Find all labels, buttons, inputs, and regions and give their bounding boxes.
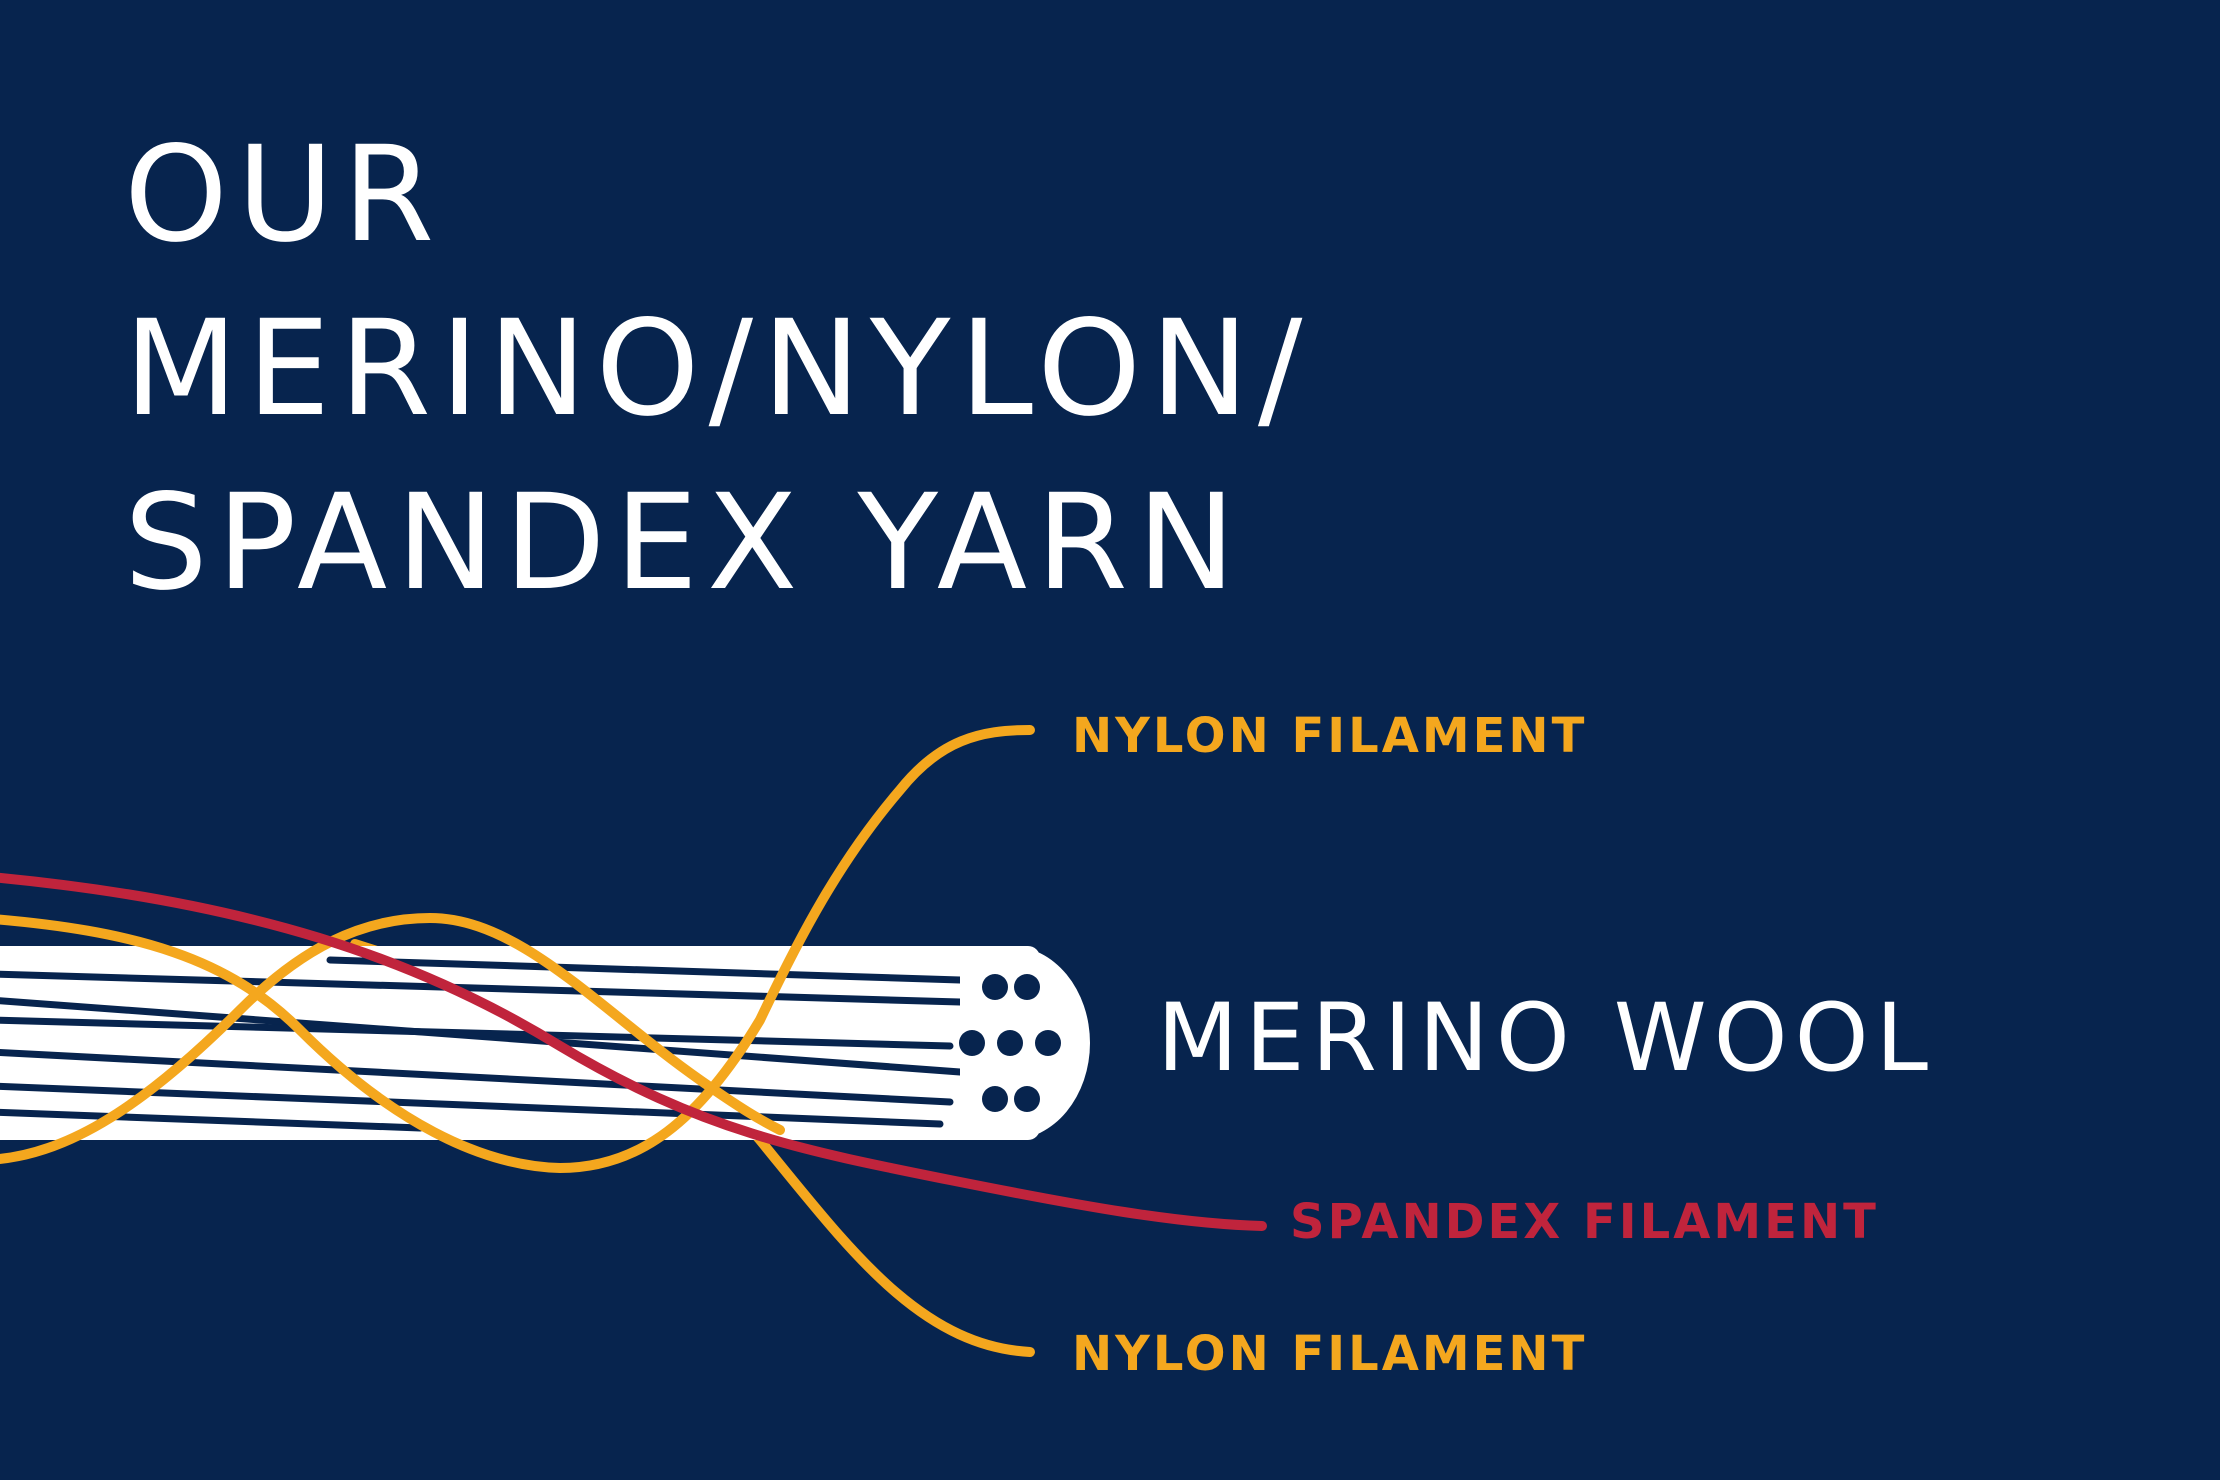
fiber-groove <box>326 956 964 984</box>
fiber-groove <box>0 970 964 1006</box>
nylon-filament-label-top: NYLON FILAMENT <box>1072 708 1588 764</box>
fiber-cross-section <box>959 974 1061 1112</box>
merino-wool-label: MERINO WOOL <box>1157 984 1936 1093</box>
nylon-filament-front-lower <box>0 912 785 1164</box>
fiber-groove <box>0 1016 954 1050</box>
headline-line-3: SPANDEX YARN <box>124 466 1245 620</box>
fiber-groove <box>0 1049 954 1106</box>
nylon-filament-label-bottom: NYLON FILAMENT <box>1072 1326 1588 1382</box>
spandex-filament-label: SPANDEX FILAMENT <box>1290 1194 1879 1250</box>
nylon-filament-front <box>0 725 1035 1174</box>
headline: OUR MERINO/NYLON/ SPANDEX YARN <box>124 108 1311 630</box>
headline-line-1: OUR <box>124 118 444 272</box>
merino-wool-bundle <box>0 946 1090 1140</box>
fiber-groove <box>0 1108 424 1132</box>
spandex-filament <box>0 872 1267 1231</box>
headline-line-2: MERINO/NYLON/ <box>124 292 1312 446</box>
